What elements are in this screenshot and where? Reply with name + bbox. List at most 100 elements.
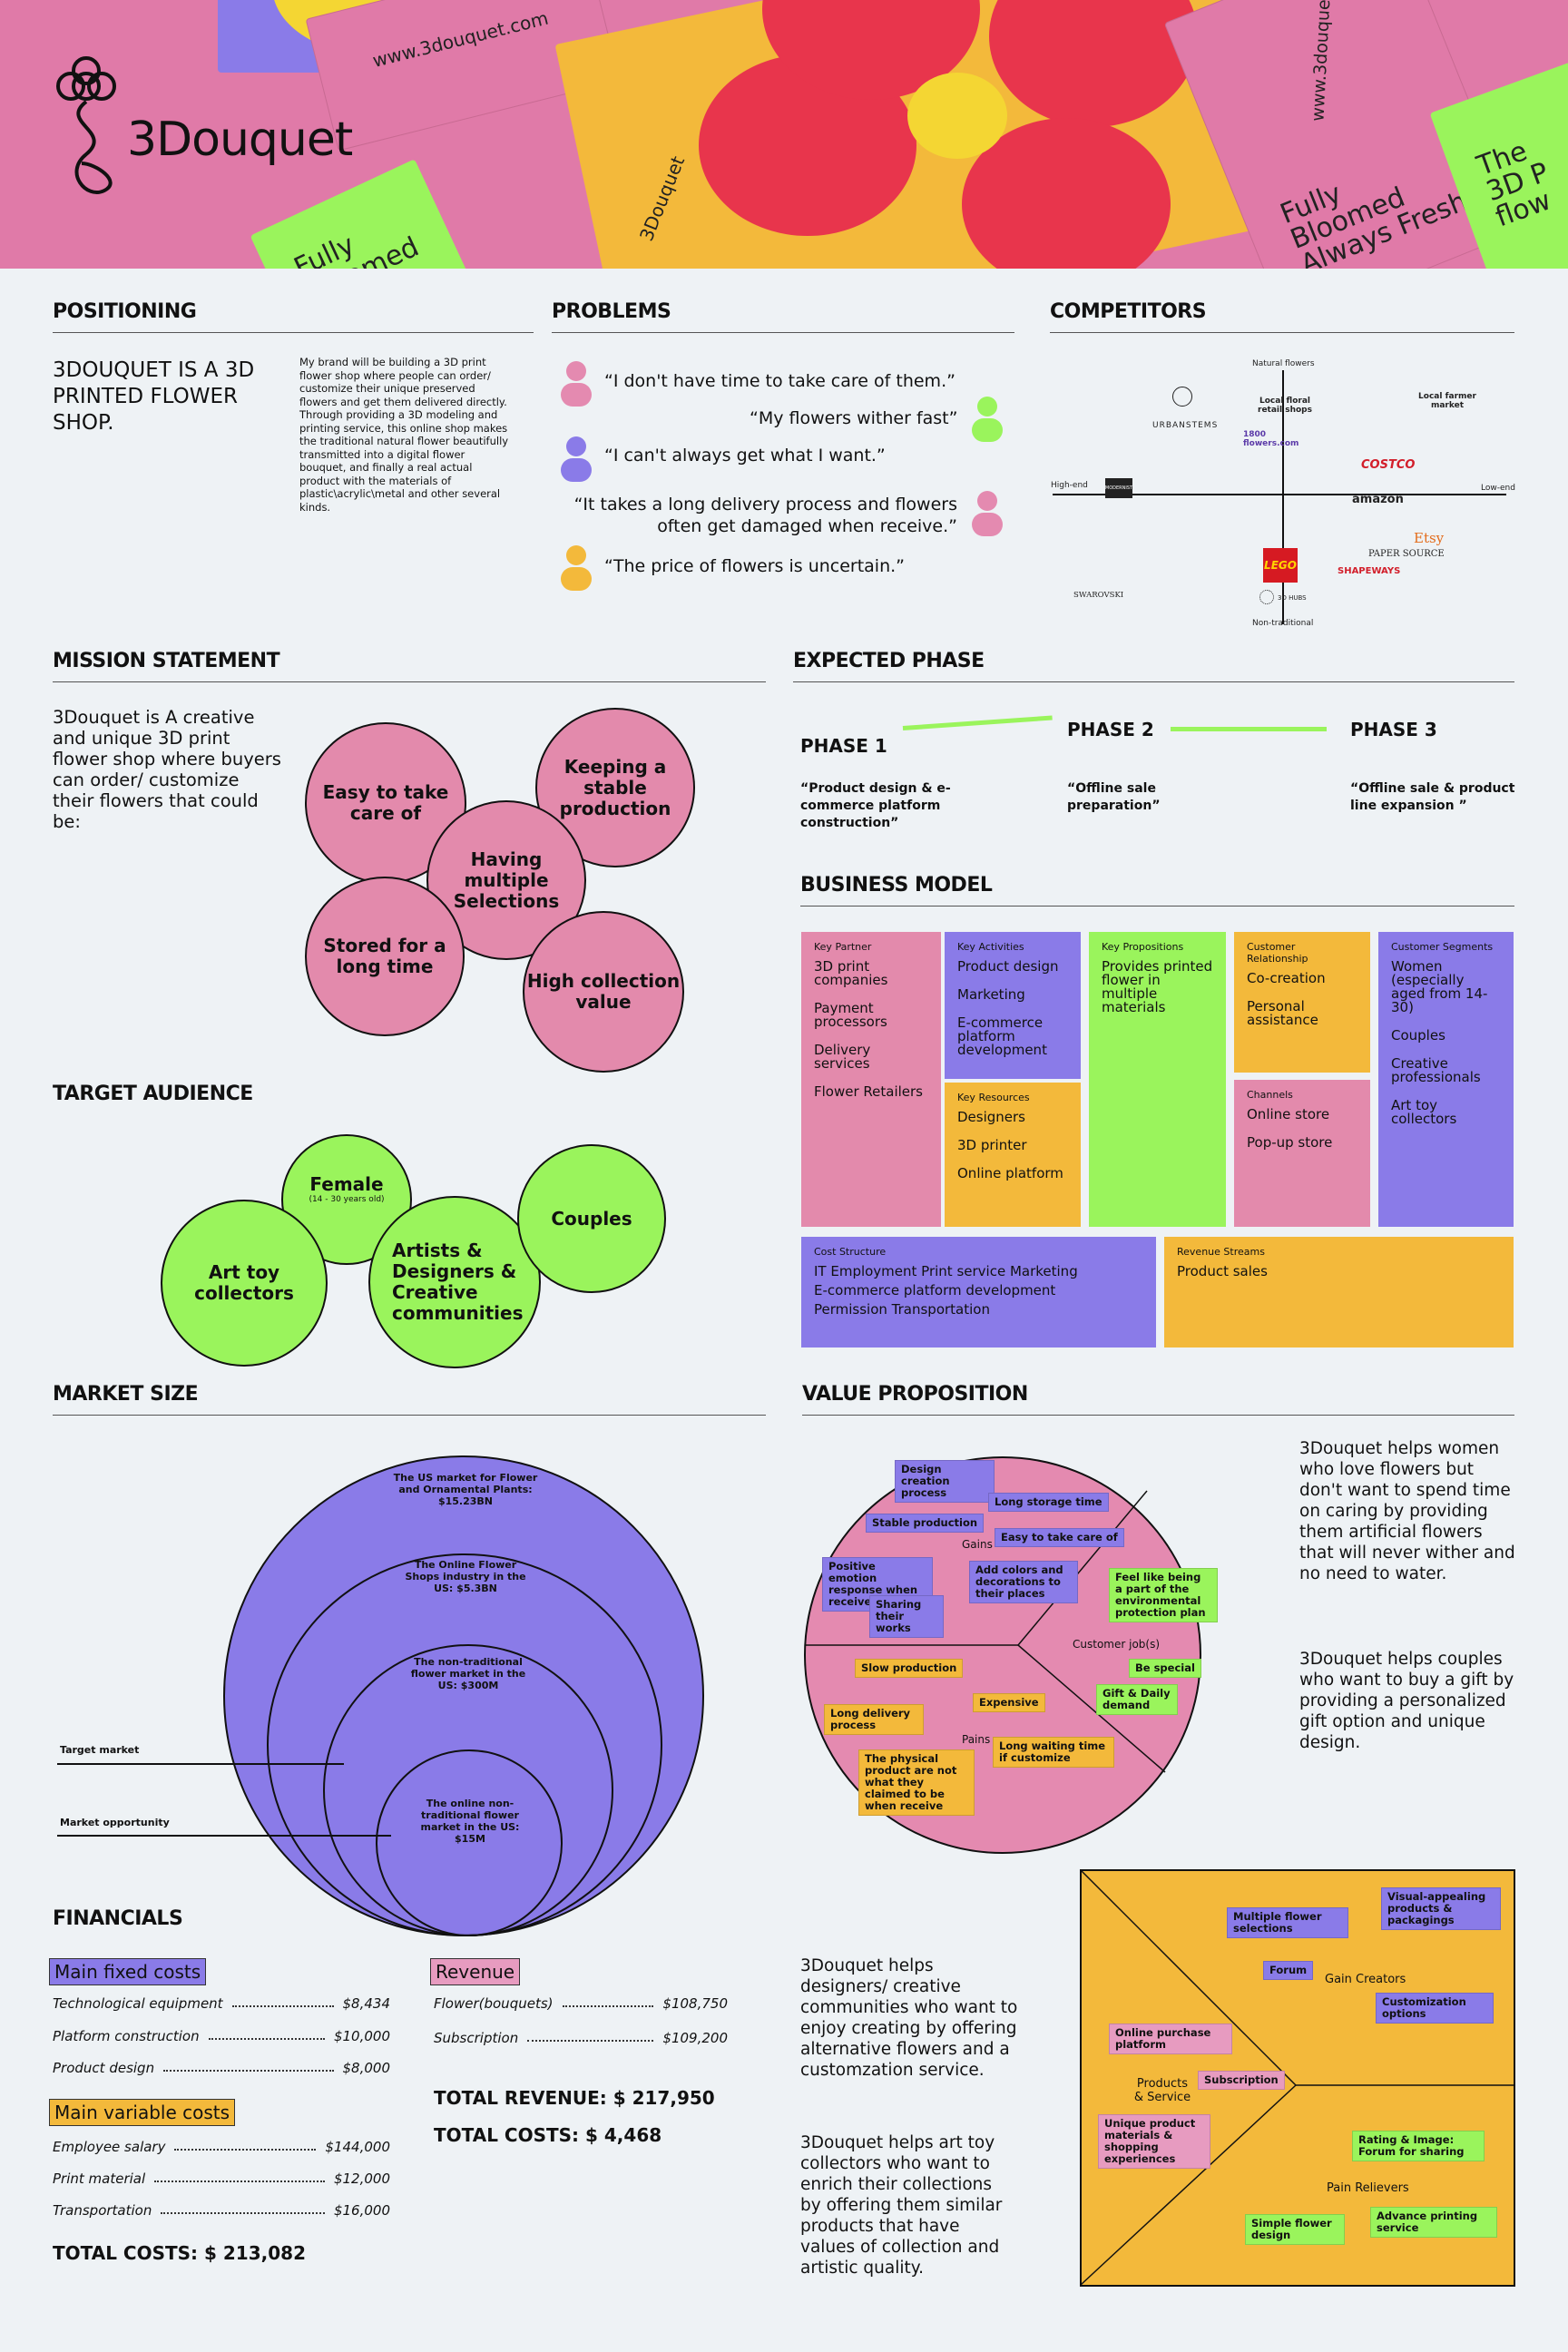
pain-tag: Expensive — [973, 1693, 1045, 1712]
bm-item: E-commerce platform development — [957, 1014, 1047, 1058]
problem-quote-4: “It takes a long delivery process and fl… — [573, 495, 957, 536]
positioning-title: POSITIONING — [53, 300, 534, 333]
bm-cost-line-1: IT Employment Print service Marketing — [814, 1263, 1078, 1279]
person-green-icon — [972, 397, 1003, 442]
fixed-cost-row: Platform construction$10,000 — [53, 2028, 390, 2044]
urbanstems-logo-icon — [1172, 387, 1192, 407]
fin-value: $10,000 — [333, 2028, 390, 2044]
gain-creators-label: Gain Creators — [1325, 1973, 1406, 1986]
fin-key: Transportation — [53, 2202, 152, 2219]
bm-item: Online platform — [957, 1165, 1063, 1181]
pain-tag: The physical product are not what they c… — [858, 1749, 975, 1816]
hero-card-green-left: Fully Bloomed — [250, 159, 476, 269]
3dhubs-logo-icon — [1259, 590, 1274, 604]
variable-cost-row: Transportation $16,000 — [53, 2202, 390, 2219]
competitor-3dhubs: 3D HUBS — [1278, 594, 1307, 602]
gain-tag: Easy to take care of — [995, 1528, 1124, 1547]
fixed-costs-heading: Main fixed costs — [49, 1958, 207, 1985]
bm-cost-structure-heading: Cost Structure — [814, 1246, 887, 1258]
problem-quote-3: “I can't always get what I want.” — [604, 446, 886, 466]
hero-flower-center — [907, 73, 1007, 159]
bm-item: Pop-up store — [1247, 1134, 1333, 1151]
competitor-modernist: MODERNIST — [1104, 485, 1133, 491]
competitor-shapeways: SHAPEWAYS — [1338, 566, 1401, 576]
pain-tag: Long waiting time if customize — [993, 1737, 1114, 1768]
gain-tag: Design creation process — [895, 1460, 995, 1503]
hero-petal-4 — [962, 118, 1171, 269]
mission-bubble-stored: Stored for a long time — [305, 877, 465, 1036]
gain-creator-tag: Forum — [1263, 1961, 1314, 1980]
fin-value: $109,200 — [662, 2030, 728, 2046]
phase-1-desc: “Product design & e-commerce platform co… — [800, 781, 951, 830]
bm-item: Creative professionals — [1391, 1055, 1481, 1085]
revenue-row: Flower(bouquets)$108,750 — [434, 1995, 728, 2012]
problem-quote-5: “The price of flowers is uncertain.” — [604, 556, 906, 576]
fin-value: $8,000 — [342, 2060, 391, 2076]
job-tag: Feel like being a part of the environmen… — [1109, 1568, 1218, 1622]
modernist-logo-icon: MODERNIST — [1105, 478, 1132, 498]
hero-url-right: www.3douquet.c — [1308, 0, 1336, 122]
fin-value: $16,000 — [333, 2202, 390, 2219]
market-label-1: The US market for Flower and Ornamental … — [393, 1472, 538, 1507]
bm-revenue-streams-heading: Revenue Streams — [1177, 1246, 1265, 1258]
bm-cost-line-2: E-commerce platform development — [814, 1282, 1056, 1298]
competitor-axis-horizontal — [1053, 494, 1506, 495]
product-tag: Online purchase platform — [1109, 2024, 1232, 2054]
bm-item: 3D printer — [957, 1137, 1027, 1153]
phase-3-desc: “Offline sale & product line expansion ” — [1350, 781, 1515, 813]
axis-bottom-label: Non-traditional — [1252, 619, 1314, 628]
mission-body: 3Douquet is A creative and unique 3D pri… — [53, 707, 281, 832]
competitor-1800flowers: 1800 flowers.com — [1243, 430, 1299, 448]
mission-title: MISSION STATEMENT — [53, 650, 766, 682]
bm-item: Payment processors — [814, 1000, 887, 1030]
phase-title: EXPECTED PHASE — [793, 650, 1514, 682]
value-title: VALUE PROPOSITION — [802, 1383, 1514, 1416]
bm-key-partner: Key Partner 3D print companies Payment p… — [800, 931, 942, 1228]
product-tag: Subscription — [1198, 2071, 1285, 2090]
person-yellow-icon — [561, 545, 592, 591]
hero-url: www.3douquet.com — [370, 6, 551, 72]
bm-item: Personal assistance — [1247, 998, 1318, 1028]
competitor-local-floral: Local floral retail shops — [1258, 397, 1312, 415]
brand-name: 3Douquet — [127, 113, 353, 167]
revenue-heading: Revenue — [430, 1958, 521, 1985]
market-label-4: The online non-traditional flower market… — [420, 1798, 520, 1845]
phase-connector-1 — [902, 715, 1053, 730]
fin-key: Product design — [53, 2060, 155, 2076]
fin-key: Print material — [53, 2171, 146, 2187]
pain-reliever-tag: Advance printing service — [1370, 2207, 1497, 2238]
competitor-costco: COSTCO — [1361, 458, 1416, 472]
bm-key-resources-heading: Key Resources — [957, 1092, 1030, 1103]
bm-customer-relationship: Customer Relationship Co-creation Person… — [1233, 931, 1371, 1073]
bm-cost-structure: Cost Structure IT Employment Print servi… — [800, 1236, 1157, 1348]
value-jobs-label: Customer job(s) — [1073, 1638, 1161, 1651]
problems-title: PROBLEMS — [552, 300, 1014, 333]
target-female-label: Female — [309, 1173, 384, 1195]
bm-cost-line-3: Permission Transportation — [814, 1301, 990, 1318]
bm-channels: Channels Online store Pop-up store — [1233, 1079, 1371, 1228]
mission-bubble-collection: High collection value — [523, 911, 684, 1073]
bm-customer-relationship-heading: Customer Relationship — [1247, 941, 1308, 965]
fin-key: Employee salary — [53, 2139, 166, 2155]
problem-quote-2: “My flowers wither fast” — [750, 408, 958, 428]
pain-reliever-tag: Rating & Image: Forum for sharing — [1352, 2131, 1485, 2161]
revenue-row: Subscription$109,200 — [434, 2030, 728, 2046]
target-title: TARGET AUDIENCE — [53, 1083, 253, 1105]
business-title: BUSINESS MODEL — [800, 874, 1514, 906]
bm-channels-heading: Channels — [1247, 1089, 1293, 1101]
gain-tag: Sharing their works — [869, 1595, 944, 1638]
variable-costs-heading: Main variable costs — [49, 2099, 236, 2126]
market-label-3: The non-traditional flower market in the… — [410, 1656, 526, 1691]
product-tag: Unique product materials & shopping expe… — [1098, 2114, 1210, 2169]
fin-key: Flower(bouquets) — [434, 1995, 554, 2012]
axis-left-label: High-end — [1051, 481, 1088, 490]
competitor-local-farmer: Local farmer market — [1418, 392, 1476, 410]
total-costs-left: TOTAL COSTS: $ 213,082 — [53, 2242, 306, 2264]
gain-tag: Stable production — [866, 1514, 985, 1533]
competitor-amazon: amazon — [1352, 493, 1404, 506]
positioning-body: My brand will be building a 3D print flo… — [299, 356, 509, 514]
person-pink-icon — [561, 361, 592, 407]
phase-3-name: PHASE 3 — [1350, 719, 1437, 740]
total-costs-right: TOTAL COSTS: $ 4,468 — [434, 2124, 662, 2146]
pain-tag: Slow production — [855, 1659, 964, 1678]
